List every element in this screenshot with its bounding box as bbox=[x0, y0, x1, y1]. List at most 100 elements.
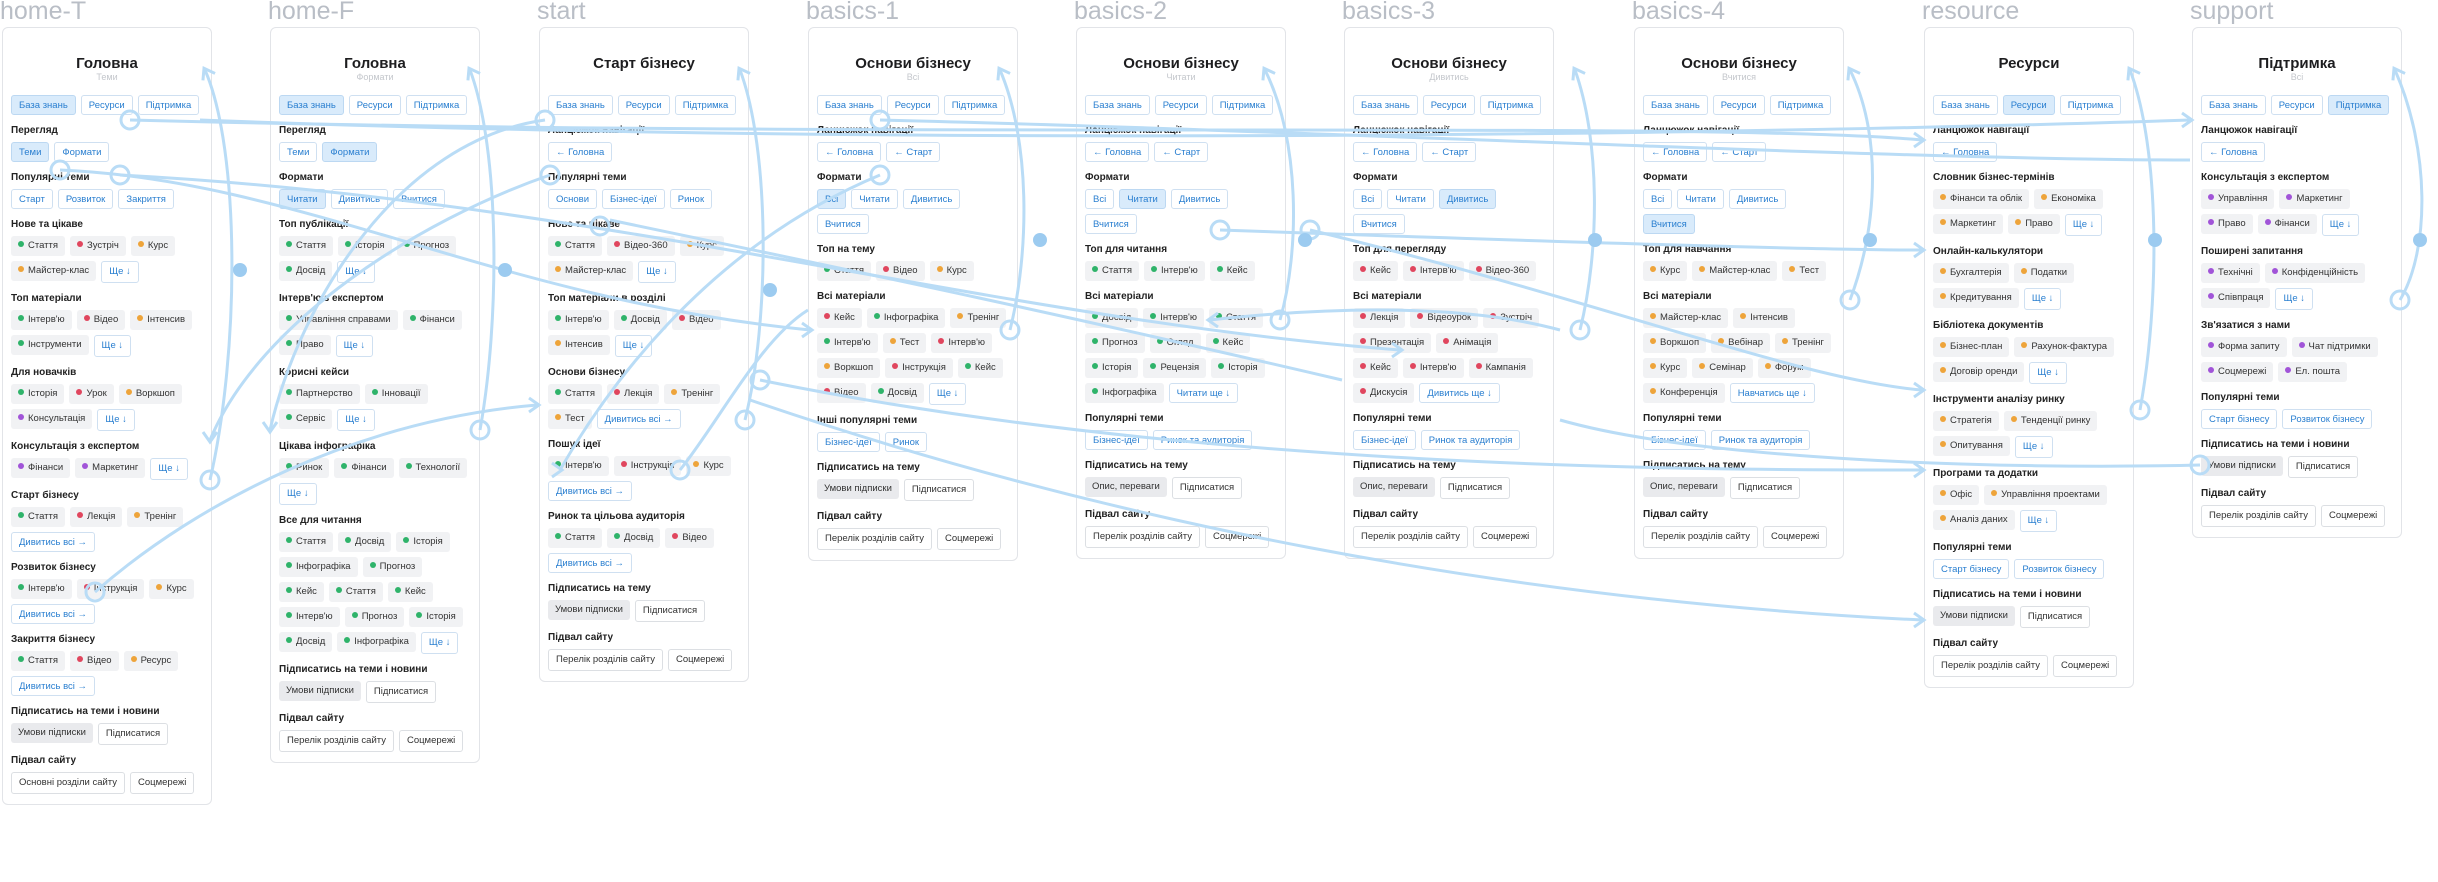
material-tag[interactable]: Презентація bbox=[1353, 333, 1432, 353]
material-tag[interactable]: Прогноз bbox=[344, 607, 405, 627]
material-tag[interactable]: Прогноз bbox=[396, 236, 457, 256]
material-tag[interactable]: Інструменти bbox=[11, 335, 89, 355]
material-tag[interactable]: Досвід bbox=[279, 632, 333, 652]
material-tag[interactable]: Курс bbox=[1643, 358, 1688, 378]
material-tag[interactable]: Інструкція bbox=[885, 358, 953, 378]
material-tag[interactable]: Відео bbox=[876, 261, 925, 281]
material-tag[interactable]: Ресурс bbox=[123, 651, 179, 671]
nav-button[interactable]: База знань bbox=[11, 95, 76, 115]
material-tag[interactable]: Стаття bbox=[548, 236, 603, 256]
nav-button[interactable]: Ресурси bbox=[617, 95, 670, 115]
material-tag[interactable]: Інтенсив bbox=[548, 335, 610, 355]
nav-button[interactable]: База знань bbox=[1085, 95, 1150, 115]
material-tag[interactable]: Відео bbox=[70, 651, 119, 671]
nav-button[interactable]: ← Старт bbox=[1154, 142, 1209, 162]
link-button[interactable]: Підписатися bbox=[1171, 477, 1243, 499]
nav-button[interactable]: Бізнес-ідеї bbox=[602, 189, 665, 209]
material-tag[interactable]: Курс bbox=[929, 261, 974, 281]
material-tag[interactable]: Стаття bbox=[1208, 308, 1263, 328]
link-button[interactable]: Соцмережі bbox=[1472, 526, 1538, 548]
material-tag[interactable]: Відео-360 bbox=[1468, 261, 1537, 281]
material-tag[interactable]: Чат підтримки bbox=[2291, 337, 2378, 357]
material-tag[interactable]: Відео bbox=[76, 310, 126, 330]
more-button[interactable]: Ще ↓ bbox=[420, 632, 459, 654]
material-tag[interactable]: Ринок bbox=[279, 458, 330, 478]
material-tag[interactable]: Консультація bbox=[11, 409, 93, 429]
nav-button[interactable]: Теми bbox=[279, 142, 318, 162]
link-button[interactable]: Перелік розділів сайту bbox=[1933, 655, 2048, 677]
material-tag[interactable]: Стаття bbox=[548, 528, 603, 548]
material-tag[interactable]: Відео bbox=[671, 310, 721, 330]
nav-button[interactable]: Читати bbox=[1119, 189, 1166, 209]
material-tag[interactable]: Кейс bbox=[817, 308, 862, 328]
material-tag[interactable]: Маркетинг bbox=[1933, 214, 2004, 234]
link-button[interactable]: Соцмережі bbox=[667, 649, 733, 671]
subscribe-terms-button[interactable]: Умови підписки bbox=[1933, 606, 2015, 626]
material-tag[interactable]: Право bbox=[279, 335, 331, 355]
material-tag[interactable]: Тренінг bbox=[1775, 333, 1831, 353]
nav-button[interactable]: Старт бізнесу bbox=[2201, 409, 2278, 429]
nav-button[interactable]: Дивитись всі → bbox=[11, 532, 96, 552]
material-tag[interactable]: Інтерв'ю bbox=[548, 456, 609, 476]
nav-button[interactable]: Дивитись всі → bbox=[11, 604, 96, 624]
more-button[interactable]: Ще ↓ bbox=[2064, 214, 2103, 236]
nav-button[interactable]: Бізнес-ідеї bbox=[817, 432, 880, 452]
material-tag[interactable]: Воркшоп bbox=[118, 384, 182, 404]
material-tag[interactable]: Маркетинг bbox=[75, 458, 146, 478]
nav-button[interactable]: Ресурси bbox=[80, 95, 133, 115]
link-button[interactable]: Підписатися bbox=[2019, 606, 2091, 628]
subscribe-terms-button[interactable]: Умови підписки bbox=[548, 600, 630, 620]
material-tag[interactable]: Урок bbox=[69, 384, 114, 404]
nav-button[interactable]: Ринок та аудиторія bbox=[1420, 430, 1521, 450]
material-tag[interactable]: Форум bbox=[1757, 358, 1811, 378]
material-tag[interactable]: Партнерство bbox=[279, 384, 360, 404]
material-tag[interactable]: Інтерв'ю bbox=[1402, 261, 1464, 281]
nav-button[interactable]: База знань bbox=[279, 95, 344, 115]
material-tag[interactable]: Управління проектами bbox=[1984, 485, 2107, 505]
link-button[interactable]: Перелік розділів сайту bbox=[2201, 505, 2316, 527]
nav-button[interactable]: Підтримка bbox=[2059, 95, 2122, 115]
nav-button[interactable]: Дивитись всі → bbox=[11, 676, 96, 696]
material-tag[interactable]: Історія bbox=[409, 607, 463, 627]
nav-button[interactable]: Ринок bbox=[884, 432, 928, 452]
subscribe-terms-button[interactable]: Опис, переваги bbox=[1643, 477, 1725, 497]
nav-button[interactable]: Вчитися bbox=[817, 214, 869, 234]
nav-button[interactable]: База знань bbox=[1933, 95, 1998, 115]
material-tag[interactable]: Майстер-клас bbox=[1692, 261, 1778, 281]
material-tag[interactable]: Стаття bbox=[279, 532, 334, 552]
material-tag[interactable]: Лекція bbox=[70, 507, 123, 527]
nav-button[interactable]: Вчитися bbox=[393, 189, 445, 209]
material-tag[interactable]: Конференція bbox=[1643, 383, 1725, 403]
nav-button[interactable]: Читати bbox=[1677, 189, 1724, 209]
material-tag[interactable]: Лекція bbox=[607, 384, 660, 404]
material-tag[interactable]: Інструкція bbox=[613, 456, 682, 476]
material-tag[interactable]: Тест bbox=[548, 409, 592, 429]
material-tag[interactable]: Інтенсив bbox=[1733, 308, 1795, 328]
material-tag[interactable]: Кейс bbox=[957, 358, 1003, 378]
nav-button[interactable]: Підтримка bbox=[137, 95, 200, 115]
material-tag[interactable]: Історія bbox=[396, 532, 450, 552]
material-tag[interactable]: Фінанси bbox=[2257, 214, 2317, 234]
nav-button[interactable]: Дивитись всі → bbox=[596, 409, 681, 429]
nav-button[interactable]: Старт bbox=[11, 189, 53, 209]
material-tag[interactable]: Курс bbox=[679, 236, 724, 256]
material-tag[interactable]: Прогноз bbox=[362, 557, 423, 577]
nav-button[interactable]: Закриття bbox=[118, 189, 174, 209]
material-tag[interactable]: Маркетинг bbox=[2279, 189, 2350, 209]
more-button[interactable]: Ще ↓ bbox=[2019, 510, 2058, 532]
material-tag[interactable]: Відео bbox=[817, 383, 866, 403]
material-tag[interactable]: Бухгалтерія bbox=[1933, 263, 2009, 283]
material-tag[interactable]: Кейс bbox=[1353, 358, 1398, 378]
subscribe-terms-button[interactable]: Опис, переваги bbox=[1085, 477, 1167, 497]
nav-button[interactable]: Підтримка bbox=[1211, 95, 1274, 115]
nav-button[interactable]: Ринок та аудиторія bbox=[1710, 430, 1811, 450]
material-tag[interactable]: Соцмережі bbox=[2201, 362, 2274, 382]
material-tag[interactable]: Майстер-клас bbox=[11, 261, 97, 281]
material-tag[interactable]: Фінанси bbox=[334, 458, 394, 478]
nav-button[interactable]: Ресурси bbox=[1154, 95, 1207, 115]
material-tag[interactable]: Сервіс bbox=[279, 409, 333, 429]
nav-button[interactable]: База знань bbox=[2201, 95, 2266, 115]
more-button[interactable]: Ще ↓ bbox=[279, 483, 317, 505]
nav-button[interactable]: ← Головна bbox=[817, 142, 882, 162]
nav-button[interactable]: Всі bbox=[1353, 189, 1383, 209]
